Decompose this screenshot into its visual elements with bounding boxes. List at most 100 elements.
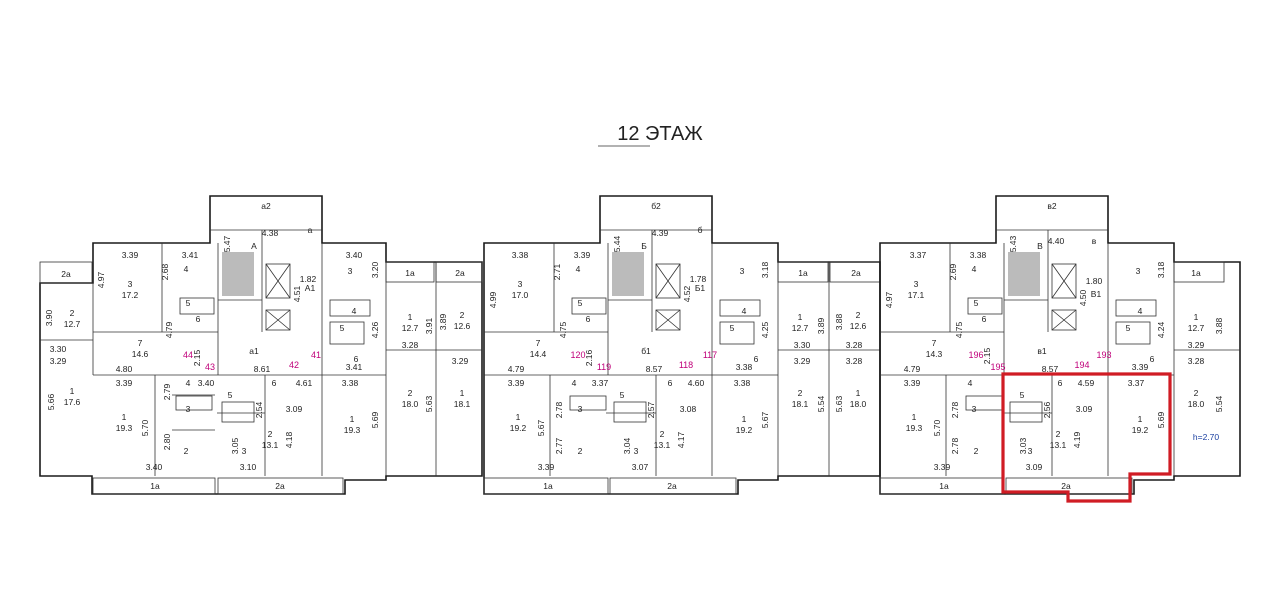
dim-c: 2.78 — [950, 437, 960, 454]
lobby2-b: Б1 — [695, 283, 706, 293]
dim-a: 5.70 — [140, 419, 150, 436]
dim-b: 5.44 — [612, 235, 622, 252]
room-c: 1 — [912, 412, 917, 422]
balcony-label: 2а — [1061, 481, 1071, 491]
dim-b: 3.04 — [622, 437, 632, 454]
room-a: 7 — [138, 338, 143, 348]
dim: 3.28 — [846, 356, 863, 366]
balcony-2a-left-a — [39, 261, 93, 284]
room-b: 19.2 — [736, 425, 753, 435]
dim-c: 5.70 — [932, 419, 942, 436]
room: 12.7 — [1188, 323, 1205, 333]
dim-b: 2.57 — [646, 401, 656, 418]
room-a: 4 — [352, 306, 357, 316]
room-a: 17.2 — [122, 290, 139, 300]
dim-c: 3.37 — [1128, 378, 1145, 388]
stair-label-b: б2 — [651, 201, 661, 211]
balcony-label: 2а — [61, 269, 71, 279]
room: 2 — [798, 388, 803, 398]
balcony-label: 2а — [275, 481, 285, 491]
room: 18.1 — [792, 399, 809, 409]
room-b: 19.2 — [510, 423, 527, 433]
room-c: 3 — [972, 404, 977, 414]
lift-a — [265, 263, 291, 299]
room-c: 4 — [972, 264, 977, 274]
room: 2 — [1194, 388, 1199, 398]
lobby2-a: А1 — [305, 283, 316, 293]
dim-c: 2.56 — [1042, 401, 1052, 418]
dim-b: 4.39 — [652, 228, 669, 238]
dim-b: 4.25 — [760, 321, 770, 338]
dim-a: 3.40 — [146, 462, 163, 472]
dim: 3.91 — [424, 317, 434, 334]
dim-b: 3.39 — [574, 250, 591, 260]
section-b-outline — [483, 195, 881, 495]
dim: 5.63 — [834, 395, 844, 412]
room-c: 17.1 — [908, 290, 925, 300]
room-a: 12.7 — [64, 319, 81, 329]
dim-c: 2.15 — [982, 347, 992, 364]
dim-a: 4.18 — [284, 431, 294, 448]
dim-a: 3.38 — [342, 378, 359, 388]
apartment-number: 193 — [1096, 350, 1111, 360]
room-a: 3 — [242, 446, 247, 456]
section-c-outline — [879, 195, 1241, 495]
dim-a: 4.97 — [96, 271, 106, 288]
room-c: 3 — [1028, 446, 1033, 456]
dim-b: 4.99 — [488, 291, 498, 308]
apartment-number: 117 — [703, 350, 717, 360]
dim-b: 2.71 — [552, 263, 562, 280]
balcony-label: 1а — [1191, 268, 1201, 278]
dim: 3.30 — [794, 340, 811, 350]
room-a: 1 — [122, 412, 127, 422]
lift-letter-a: А — [251, 241, 257, 251]
room-a: 1 — [70, 386, 75, 396]
dim-c: 4.75 — [954, 321, 964, 338]
dim-b: 4.17 — [676, 431, 686, 448]
stair-b — [612, 252, 644, 296]
room-c: 4 — [1138, 306, 1143, 316]
dim-c: 3.38 — [970, 250, 987, 260]
dim-b: 3.39 — [538, 462, 555, 472]
room-c-label: в — [1092, 236, 1097, 246]
dim: 3.28 — [402, 340, 419, 350]
lobby2-c: В1 — [1091, 289, 1102, 299]
dim-b: 3.38 — [512, 250, 529, 260]
dim-c: 5.69 — [1156, 411, 1166, 428]
dim-a: 3.41 — [182, 250, 199, 260]
dim-c: 3.03 — [1018, 437, 1028, 454]
room-a: 5 — [228, 390, 233, 400]
balcony-label: 2а — [851, 268, 861, 278]
dim: 3.29 — [794, 356, 811, 366]
lobby-c: в1 — [1037, 346, 1047, 356]
dim-a: 5.69 — [370, 411, 380, 428]
room-a: 4 — [184, 264, 189, 274]
dim: 5.54 — [816, 395, 826, 412]
dim-c: 4.50 — [1078, 289, 1088, 306]
room-a: 5 — [186, 298, 191, 308]
room-a: 3 — [348, 266, 353, 276]
dim-c: 3.09 — [1076, 404, 1093, 414]
room-a: 4 — [186, 378, 191, 388]
balcony-1a-a — [92, 477, 216, 495]
room-c: 2 — [1056, 429, 1061, 439]
room-c: 13.1 — [1050, 440, 1067, 450]
dim-b: 3.39 — [508, 378, 525, 388]
apartment-number: 119 — [597, 362, 611, 372]
room-c: 2 — [974, 446, 979, 456]
apartment-number: 194 — [1074, 360, 1089, 370]
room: 18.1 — [454, 399, 471, 409]
room-c: 4 — [968, 378, 973, 388]
balcony-label: 1а — [543, 481, 553, 491]
lift-b — [655, 263, 681, 299]
dim-b: 3.37 — [592, 378, 609, 388]
room: 12.7 — [402, 323, 419, 333]
room-a: 6 — [196, 314, 201, 324]
room-b: 13.1 — [654, 440, 671, 450]
room: 1 — [408, 312, 413, 322]
dim-a: 3.40 — [346, 250, 363, 260]
dim: 5.54 — [1214, 395, 1224, 412]
balcony-label: 2а — [667, 481, 677, 491]
dim-a: 3.39 — [122, 250, 139, 260]
dim: 3.29 — [1188, 340, 1205, 350]
